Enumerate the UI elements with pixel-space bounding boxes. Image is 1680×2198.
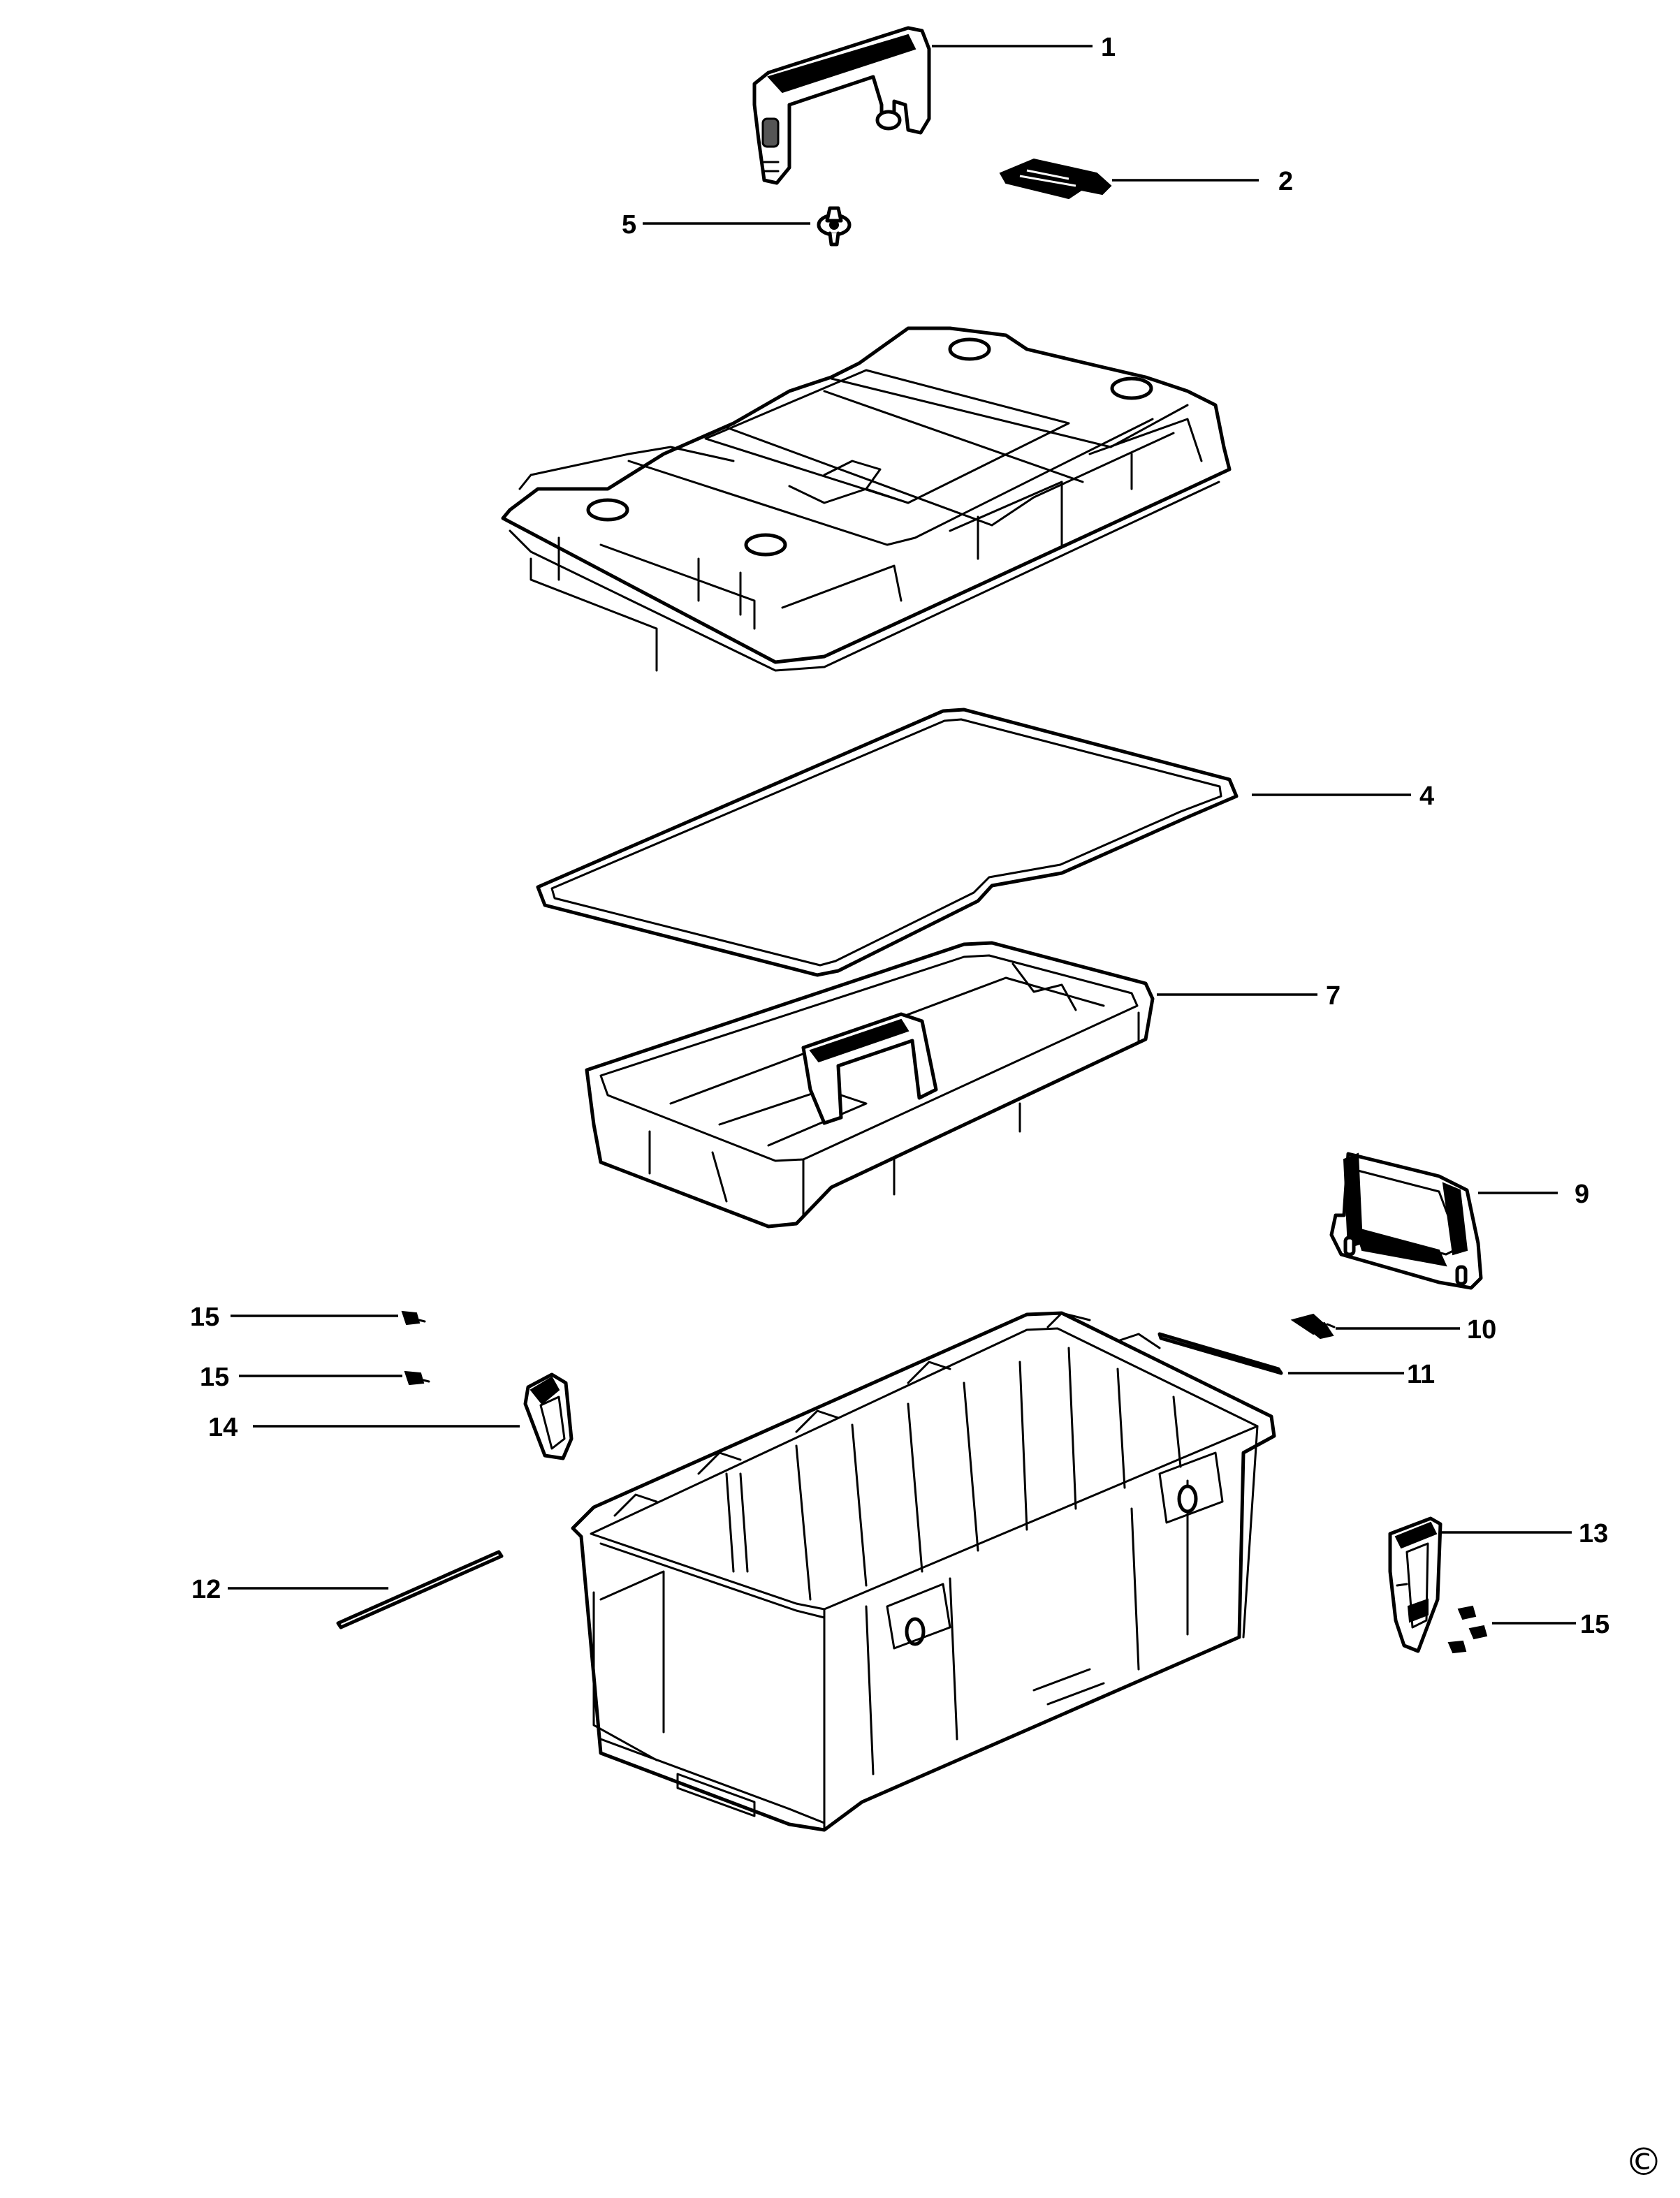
part-4-gasket[interactable] [536, 708, 1239, 977]
part-2-latch-tab[interactable] [999, 158, 1112, 200]
callout-1: 1 [1101, 33, 1116, 62]
callout-5: 5 [622, 210, 636, 240]
part-11-hinge-rod[interactable] [1157, 1332, 1283, 1375]
base-box[interactable] [571, 1311, 1276, 1832]
callout-labels: 1 2 5 4 7 9 15 10 15 11 14 13 12 15 [190, 33, 1609, 1639]
part-15-screws-right[interactable] [1447, 1605, 1488, 1654]
part-5-pin[interactable] [817, 206, 852, 247]
part-10-screws[interactable] [1290, 1313, 1336, 1340]
lid-shell[interactable] [501, 326, 1232, 672]
part-7-tray[interactable] [585, 941, 1155, 1229]
callout-15-middle: 15 [200, 1363, 229, 1392]
part-12-hinge-rod[interactable] [336, 1550, 504, 1629]
callout-15-right: 15 [1580, 1610, 1609, 1639]
part-15-screw-upper[interactable] [401, 1310, 426, 1326]
part-15-screw-middle[interactable] [404, 1370, 430, 1386]
callout-7: 7 [1326, 981, 1341, 1011]
part-9-side-handle[interactable] [1329, 1152, 1483, 1290]
copyright-mark: © [1625, 2140, 1663, 2184]
callout-4: 4 [1419, 782, 1434, 811]
callout-9: 9 [1575, 1180, 1589, 1209]
callout-14: 14 [208, 1413, 238, 1442]
callout-2: 2 [1278, 167, 1293, 196]
part-1-carry-handle[interactable] [752, 26, 931, 185]
callout-12: 12 [191, 1575, 221, 1604]
callout-11: 11 [1407, 1360, 1435, 1389]
part-13-latch[interactable] [1388, 1516, 1442, 1653]
callout-15-upper: 15 [190, 1303, 219, 1332]
callout-13: 13 [1579, 1519, 1608, 1548]
leader-lines [228, 45, 1576, 1625]
part-14-hinge-cap[interactable] [523, 1372, 574, 1460]
callout-10: 10 [1467, 1315, 1496, 1345]
